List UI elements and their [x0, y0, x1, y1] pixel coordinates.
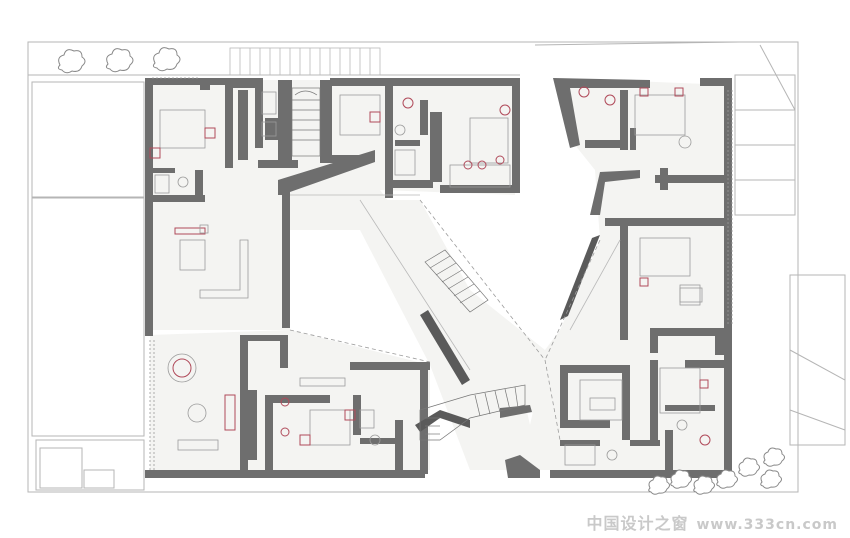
toilet-icon [154, 86, 711, 466]
circulation-lines [289, 194, 621, 441]
watermark: 中国设计之窗 www.333cn.com [586, 510, 838, 534]
bed-icon [659, 367, 709, 414]
sofa-icon [167, 353, 236, 451]
sofa-icon [174, 224, 249, 299]
watermark-url: www.333cn.com [696, 517, 838, 533]
bed-icon [449, 104, 511, 188]
bed-icon [299, 377, 356, 446]
staircase-icon [419, 384, 526, 441]
sofa-icon [579, 287, 703, 421]
site-outline [27, 41, 846, 493]
walls-diagonal [415, 235, 600, 432]
walls-north-block [385, 78, 520, 198]
staircase-icon [424, 249, 489, 313]
watermark-chinese: 中国设计之窗 [586, 514, 689, 533]
walls-south-block [145, 335, 730, 478]
tree-icon [57, 47, 181, 74]
tree-icon [648, 447, 785, 495]
bed-icon [634, 87, 692, 149]
staircase-icon [291, 87, 321, 157]
bed-icon [149, 109, 216, 159]
walls-west-block [145, 78, 385, 336]
bed-icon [339, 94, 381, 136]
glazing [149, 77, 733, 470]
